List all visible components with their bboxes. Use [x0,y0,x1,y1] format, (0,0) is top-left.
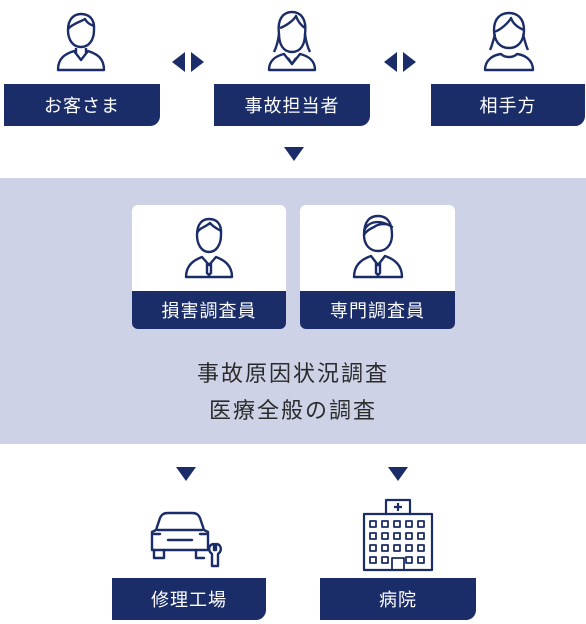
down-arrow-icon [284,146,304,165]
bidirectional-arrow-icon [172,52,204,76]
down-arrow-icon [388,466,408,485]
investigation-text-line2: 医療全般の調査 [208,399,377,424]
car-repair-icon [146,510,230,572]
hospital-icon [360,496,436,576]
other-party-label: 相手方 [431,84,585,126]
damage-investigator-label: 損害調査員 [132,291,286,329]
customer-icon [55,10,107,72]
bidirectional-arrow-icon [384,52,416,76]
damage-investigator-icon [182,215,236,283]
repair-shop-label: 修理工場 [112,578,266,620]
other-party-icon [481,10,537,72]
expert-investigator-card: 専門調査員 [300,205,455,329]
investigation-panel [0,178,586,444]
hospital-label: 病院 [320,578,476,620]
investigation-text-line1: 事故原因状況調査 [196,362,389,387]
down-arrow-icon [176,466,196,485]
customer-label: お客さま [4,84,160,126]
claims-handler-label: 事故担当者 [214,84,370,126]
damage-investigator-card: 損害調査員 [132,205,286,329]
expert-investigator-icon [350,213,406,283]
claims-handler-icon [264,8,320,72]
expert-investigator-label: 専門調査員 [300,291,455,329]
